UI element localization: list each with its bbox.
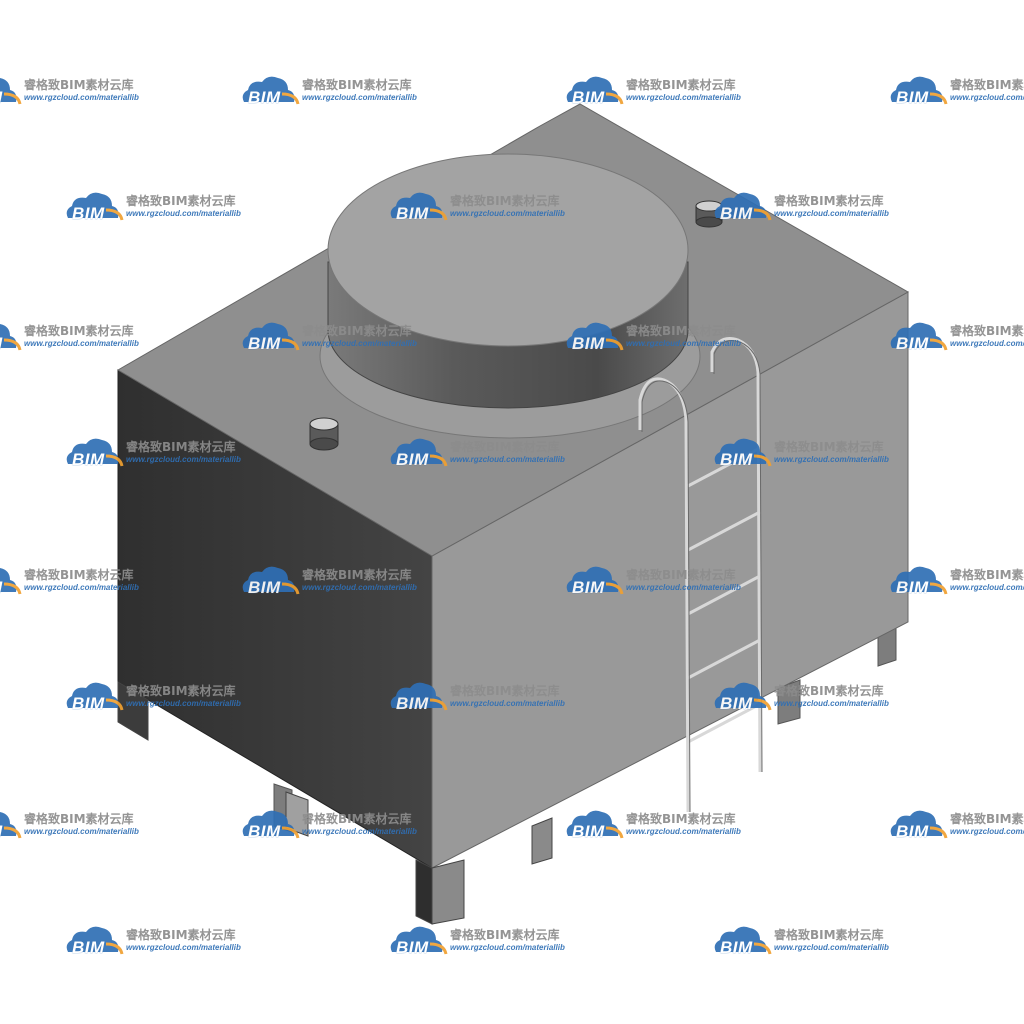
cage-ladder-shadow	[641, 340, 763, 813]
manhole-cover-top	[327, 153, 689, 347]
support-legs-front	[117, 681, 553, 925]
cage-ladder	[638, 337, 762, 813]
vent-pipe-right	[695, 200, 723, 228]
vent-pipe-left	[309, 417, 339, 451]
